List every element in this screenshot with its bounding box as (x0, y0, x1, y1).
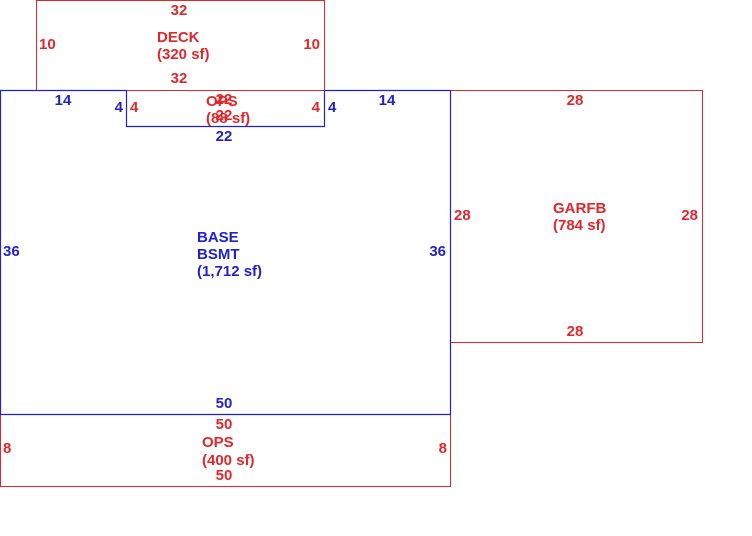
deck-dim-right: 10 (303, 36, 320, 53)
ops-large-dim-right: 8 (439, 440, 447, 457)
garage-dim-bottom: 28 (567, 323, 584, 340)
basement-dim-notch-bottom: 22 (216, 128, 233, 145)
ops-large-dim-left: 8 (3, 440, 11, 457)
ops-large-label: OPS (202, 434, 234, 451)
ops-large-area-sf: (400 sf) (202, 452, 255, 469)
ops-small-dim-bottom: 22 (216, 107, 233, 124)
garage-label: GARFB (553, 200, 606, 217)
ops-small-dim-left: 4 (130, 99, 139, 116)
ops-small-label: OPS (206, 93, 238, 110)
basement-dim-left: 36 (3, 243, 20, 260)
basement-area-sf: (1,712 sf) (197, 263, 262, 280)
deck-label: DECK (157, 29, 200, 46)
deck-area: 32 32 10 10 DECK (320 sf) (36, 0, 325, 91)
basement-label-line2: BSMT (197, 246, 240, 263)
basement-dim-notch-right: 4 (328, 99, 337, 116)
basement-dim-right: 36 (429, 243, 446, 260)
ops-small-area-sf: (88 sf) (206, 110, 250, 127)
basement-label-line1: BASE (197, 229, 239, 246)
ops-small-dim-top: 22 (216, 91, 233, 108)
ops-large-dim-top: 50 (216, 416, 233, 433)
basement-dim-bottom: 50 (216, 395, 233, 412)
garage-dim-right: 28 (681, 207, 698, 224)
ops-small-dim-right: 4 (312, 99, 321, 116)
basement-dim-top-right: 14 (379, 92, 396, 109)
deck-dim-bottom: 32 (171, 70, 188, 87)
ops-large-area: 50 50 8 8 OPS (400 sf) (0, 414, 451, 487)
garage-area-sf: (784 sf) (553, 217, 606, 234)
garage-dim-top: 28 (567, 92, 584, 109)
basement-outline (0, 89, 452, 416)
garage-dim-left: 28 (454, 207, 471, 224)
basement-dim-top-left: 14 (55, 92, 72, 109)
deck-dim-top: 32 (171, 2, 188, 19)
ops-small-area: 22 4 4 OPS 22 (88 sf) (126, 90, 325, 127)
ops-large-dim-bottom: 50 (216, 467, 233, 484)
basement-area: 14 14 4 4 22 36 36 50 BASE BSMT (1,712 s… (0, 89, 452, 416)
basement-dim-notch-left: 4 (115, 99, 124, 116)
deck-dim-left: 10 (39, 36, 56, 53)
deck-area-sf: (320 sf) (157, 46, 210, 63)
garage-area: 28 28 28 28 GARFB (784 sf) (450, 90, 703, 343)
